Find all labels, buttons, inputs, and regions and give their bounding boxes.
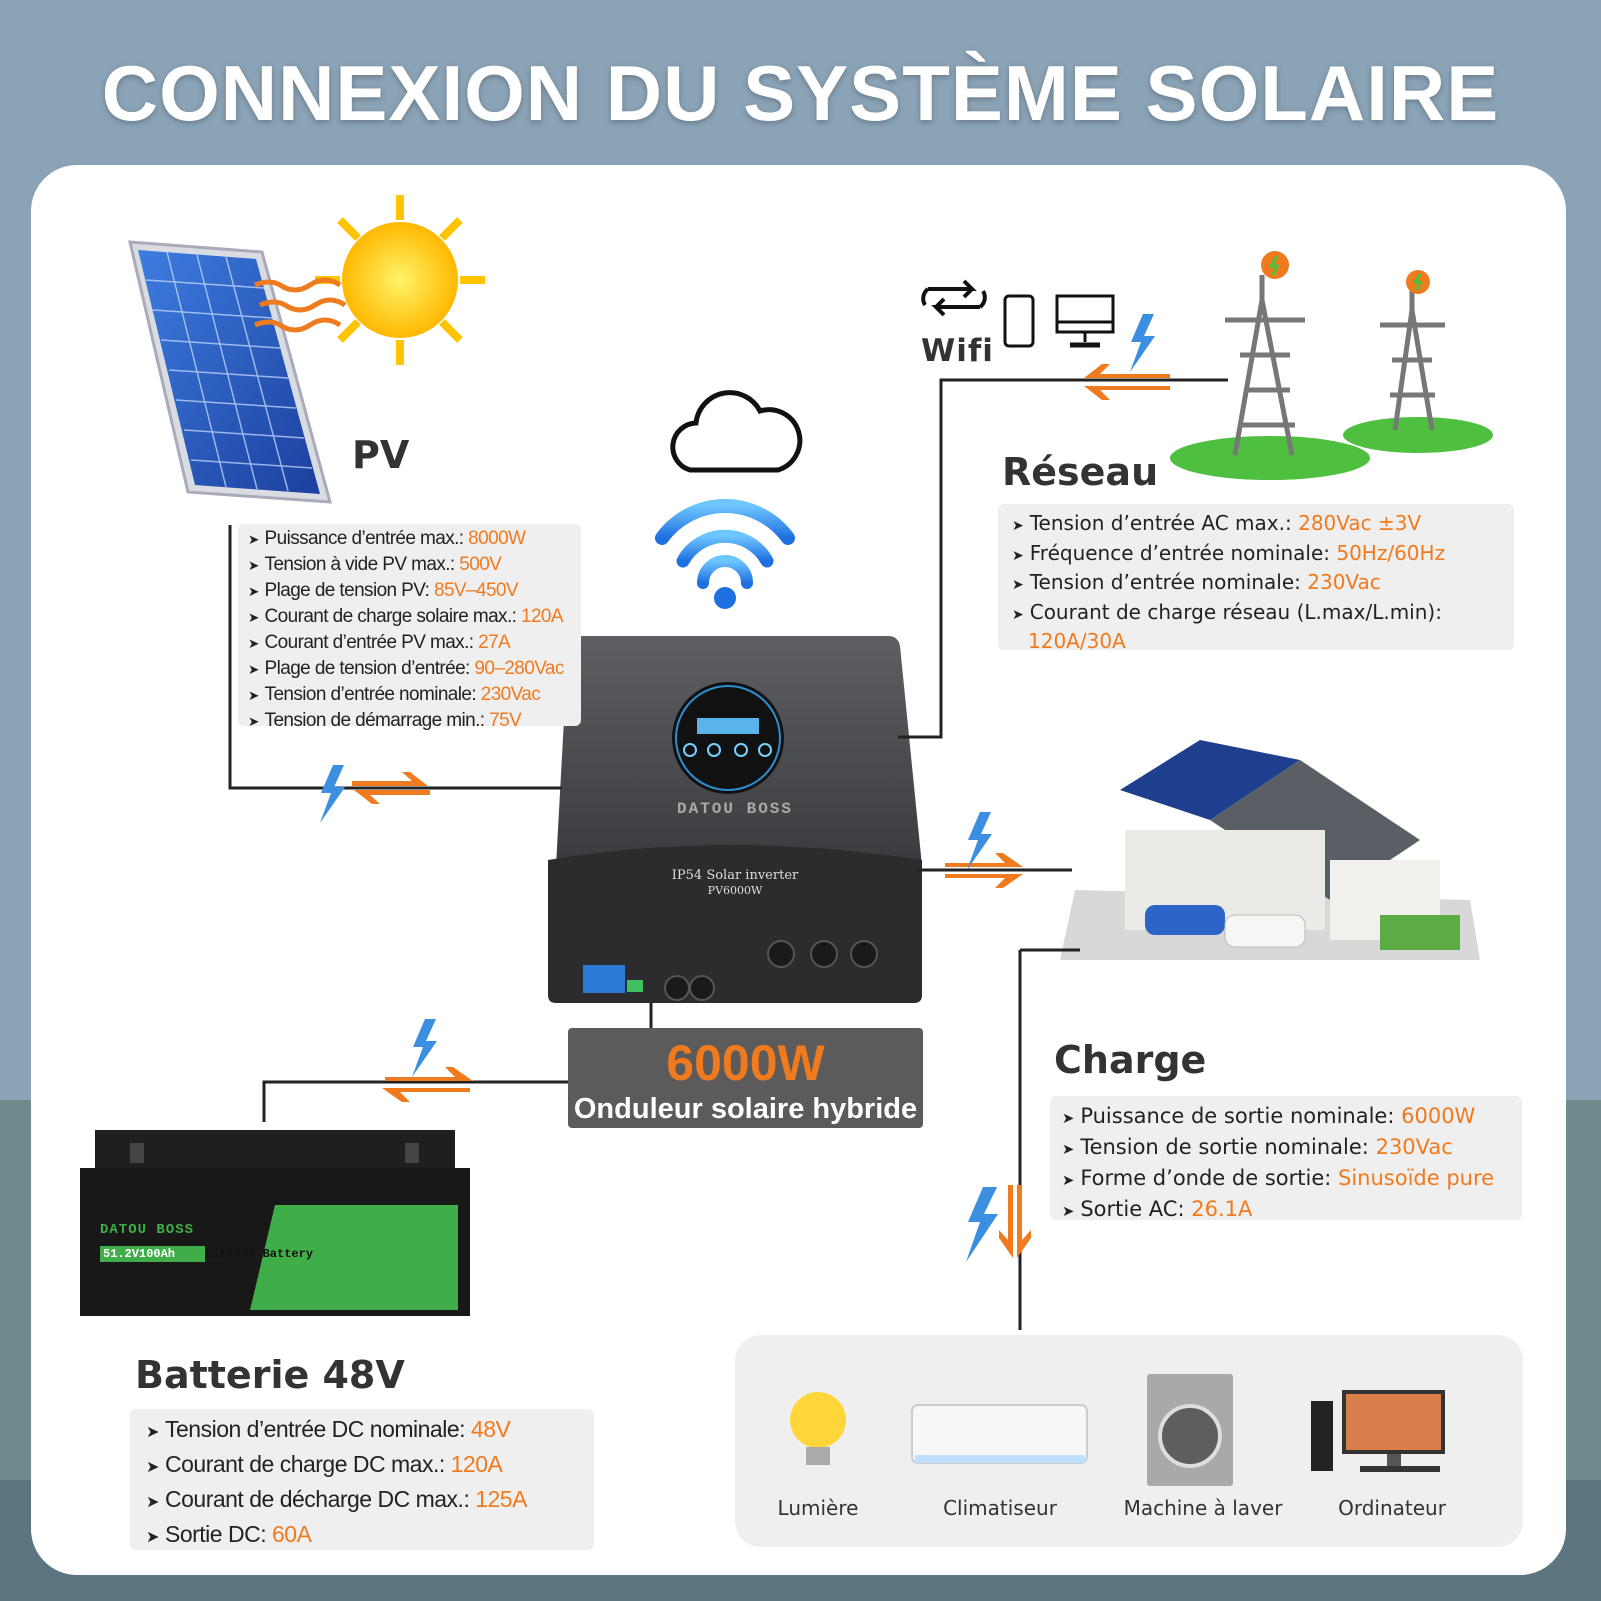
spec-row: ➤Tension d’entrée AC max.: 280Vac ±3V bbox=[1012, 511, 1422, 535]
battery-label: Batterie 48V bbox=[135, 1353, 405, 1397]
appliance-label: Ordinateur bbox=[1338, 1496, 1446, 1520]
inverter-power: 6000W bbox=[666, 1035, 825, 1091]
spec-row: ➤Puissance d’entrée max.: 8000W bbox=[248, 528, 526, 549]
spec-row: ➤Tension d’entrée DC nominale: 48V bbox=[146, 1416, 511, 1442]
spec-row: ➤Courant de charge DC max.: 120A bbox=[146, 1451, 503, 1477]
load-specs-box: ➤Puissance de sortie nominale: 6000W ➤Te… bbox=[1050, 1096, 1522, 1221]
wifi-label: Wifi bbox=[921, 333, 994, 369]
inverter-model-line1: IP54 Solar inverter bbox=[671, 868, 799, 883]
spec-row: ➤Courant de charge solaire max.: 120A bbox=[248, 606, 564, 627]
grid-specs-box: ➤Tension d’entrée AC max.: 280Vac ±3V ➤F… bbox=[998, 504, 1514, 653]
battery-specs-box: ➤Tension d’entrée DC nominale: 48V ➤Cour… bbox=[130, 1409, 594, 1550]
battery-model: 51.2V100Ah bbox=[103, 1247, 176, 1261]
spec-row-continued: 120A/30A bbox=[1028, 629, 1126, 653]
spec-row: ➤Tension d’entrée nominale: 230Vac bbox=[248, 684, 541, 705]
inverter-name: Onduleur solaire hybride bbox=[573, 1093, 918, 1125]
spec-row: ➤Courant de charge réseau (L.max/L.min): bbox=[1012, 599, 1442, 624]
inverter-model-line2: PV6000W bbox=[707, 884, 763, 897]
pv-specs-box: ➤Puissance d’entrée max.: 8000W ➤Tension… bbox=[238, 524, 581, 731]
appliance-label: Climatiseur bbox=[943, 1496, 1057, 1520]
load-label: Charge bbox=[1054, 1038, 1207, 1082]
spec-row: ➤Tension de démarrage min.: 75V bbox=[248, 710, 522, 731]
battery-type: LiFePO4 Battery bbox=[205, 1247, 314, 1261]
spec-row: ➤Fréquence d’entrée nominale: 50Hz/60Hz bbox=[1012, 540, 1446, 565]
spec-row: ➤Plage de tension d’entrée: 90–280Vac bbox=[248, 658, 564, 679]
appliance-label: Lumière bbox=[777, 1496, 859, 1520]
inverter-label-box: 6000W Onduleur solaire hybride bbox=[568, 1028, 923, 1128]
spec-row: ➤Plage de tension PV: 85V–450V bbox=[248, 580, 519, 601]
spec-row: ➤Tension d’entrée nominale: 230Vac bbox=[1012, 570, 1381, 594]
spec-row: ➤Courant d’entrée PV max.: 27A bbox=[248, 632, 511, 653]
battery-brand: DATOU BOSS bbox=[100, 1222, 195, 1238]
spec-row: ➤Sortie AC: 26.1A bbox=[1062, 1197, 1253, 1221]
grid-label: Réseau bbox=[1002, 450, 1159, 494]
page-title: CONNEXION DU SYSTÈME SOLAIRE bbox=[101, 49, 1500, 137]
spec-row: ➤Forme d’onde de sortie: Sinusoïde pure bbox=[1062, 1166, 1495, 1190]
spec-row: ➤Sortie DC: 60A bbox=[146, 1521, 312, 1547]
spec-row: ➤Courant de décharge DC max.: 125A bbox=[146, 1486, 527, 1512]
appliance-label: Machine à laver bbox=[1123, 1496, 1283, 1520]
spec-row: ➤Tension à vide PV max.: 500V bbox=[248, 554, 502, 575]
spec-row: ➤Puissance de sortie nominale: 6000W bbox=[1062, 1104, 1476, 1128]
spec-row: ➤Tension de sortie nominale: 230Vac bbox=[1062, 1135, 1453, 1159]
pv-label: PV bbox=[352, 433, 410, 477]
inverter-brand: DATOU BOSS bbox=[676, 800, 793, 818]
